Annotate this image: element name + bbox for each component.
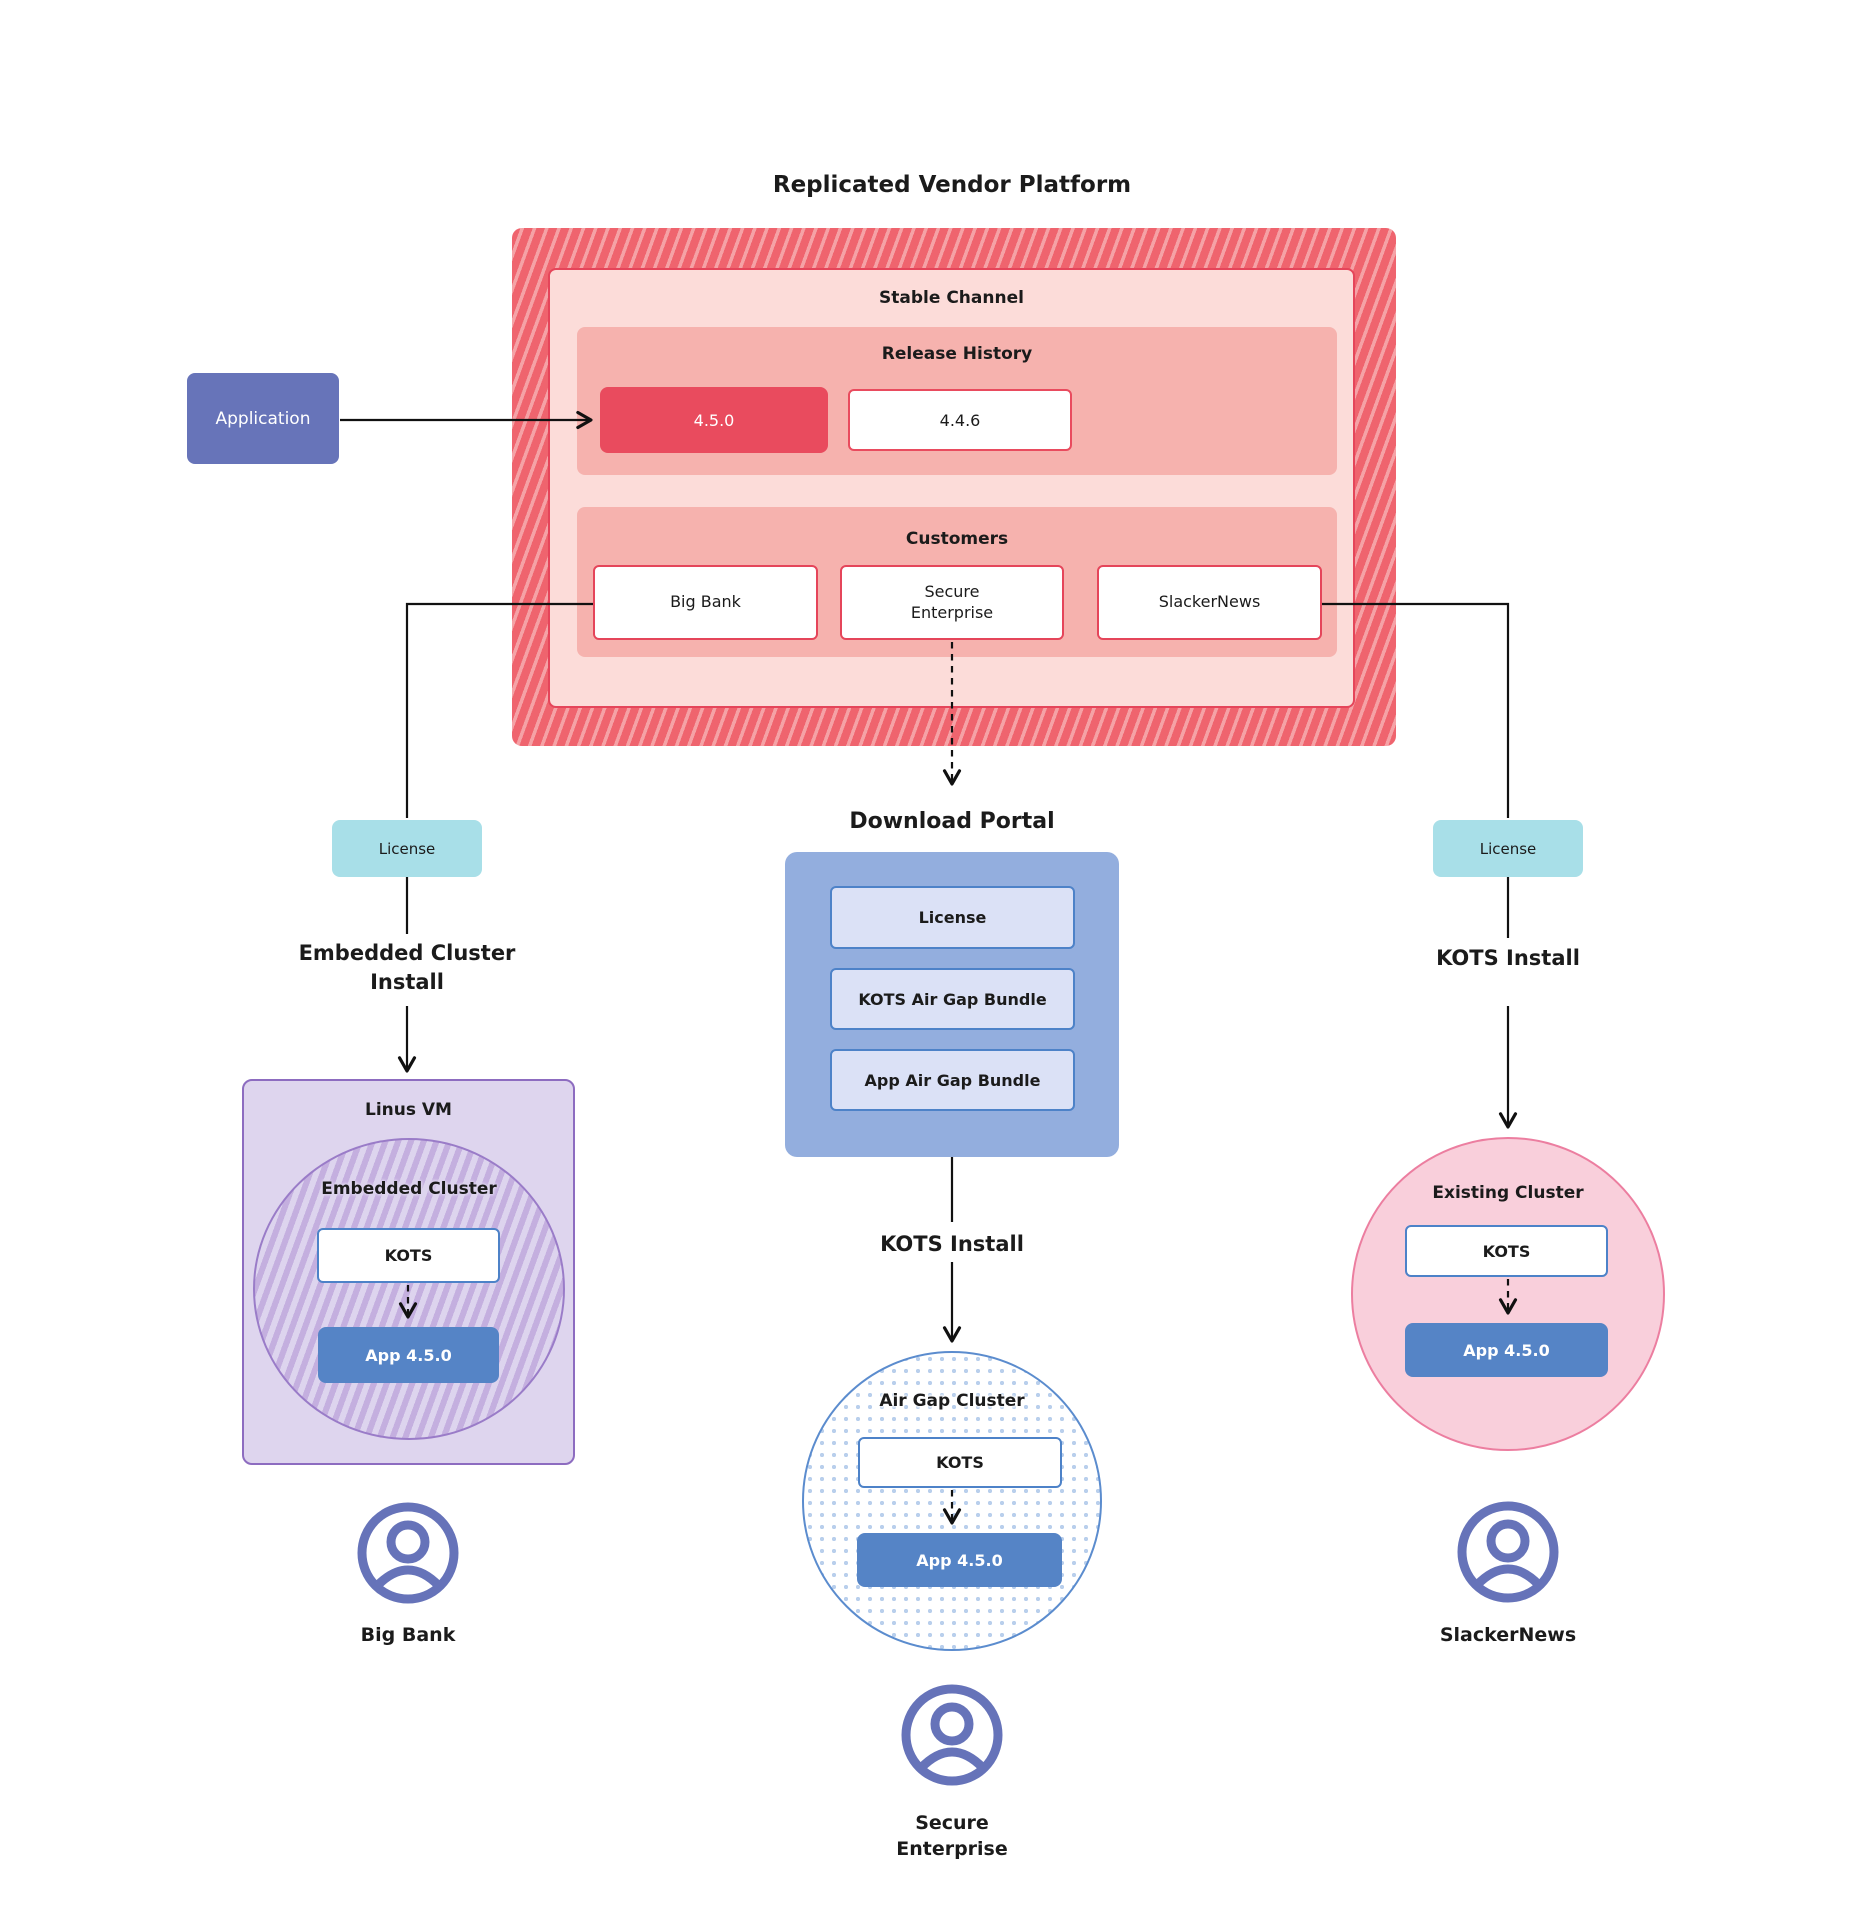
release-previous: 4.4.6 <box>848 389 1072 451</box>
big-bank-user-label: Big Bank <box>360 1624 456 1647</box>
person-icon <box>357 1502 459 1604</box>
portal-item-license: License <box>830 886 1075 949</box>
kots-install-label-right: KOTS Install <box>1436 946 1580 971</box>
customer-slackernews: SlackerNews <box>1097 565 1322 640</box>
secure-enterprise-user-icon <box>900 1683 1004 1787</box>
customer-secure-enterprise-label: Secure Enterprise <box>910 581 994 622</box>
license-chip-right: License <box>1433 820 1583 877</box>
kots-box-embedded: KOTS <box>317 1228 500 1283</box>
embedded-cluster-install-label: Embedded Cluster Install <box>298 940 516 994</box>
kots-box-airgap: KOTS <box>858 1437 1062 1488</box>
download-portal-box: License KOTS Air Gap Bundle App Air Gap … <box>785 852 1119 1157</box>
portal-item-kots-airgap-bundle: KOTS Air Gap Bundle <box>830 968 1075 1030</box>
portal-item-app-airgap-bundle: App Air Gap Bundle <box>830 1049 1075 1111</box>
customers-label: Customers <box>905 529 1009 549</box>
app-box-existing: App 4.5.0 <box>1405 1323 1608 1377</box>
embedded-cluster-label: Embedded Cluster <box>321 1179 497 1199</box>
linus-vm-label: Linus VM <box>365 1100 452 1120</box>
slackernews-user-icon <box>1456 1500 1560 1604</box>
page-title: Replicated Vendor Platform <box>772 172 1132 198</box>
air-gap-cluster-label: Air Gap Cluster <box>879 1391 1025 1411</box>
download-portal-title: Download Portal <box>849 808 1055 834</box>
slackernews-user-label: SlackerNews <box>1439 1624 1577 1647</box>
customer-secure-enterprise: Secure Enterprise <box>840 565 1064 640</box>
person-icon <box>901 1684 1003 1786</box>
existing-cluster-label: Existing Cluster <box>1432 1183 1584 1203</box>
person-icon <box>1457 1501 1559 1603</box>
app-box-embedded: App 4.5.0 <box>318 1327 499 1383</box>
release-current: 4.5.0 <box>600 387 828 453</box>
application-box: Application <box>187 373 339 464</box>
app-box-airgap: App 4.5.0 <box>857 1533 1062 1587</box>
release-history-label: Release History <box>881 344 1033 364</box>
secure-enterprise-user-label: Secure Enterprise <box>896 1812 1008 1860</box>
big-bank-user-icon <box>356 1501 460 1605</box>
kots-box-existing: KOTS <box>1405 1225 1608 1277</box>
stable-channel-label: Stable Channel <box>879 288 1024 308</box>
kots-install-label-center: KOTS Install <box>880 1232 1024 1257</box>
customer-big-bank: Big Bank <box>593 565 818 640</box>
license-chip-left: License <box>332 820 482 877</box>
